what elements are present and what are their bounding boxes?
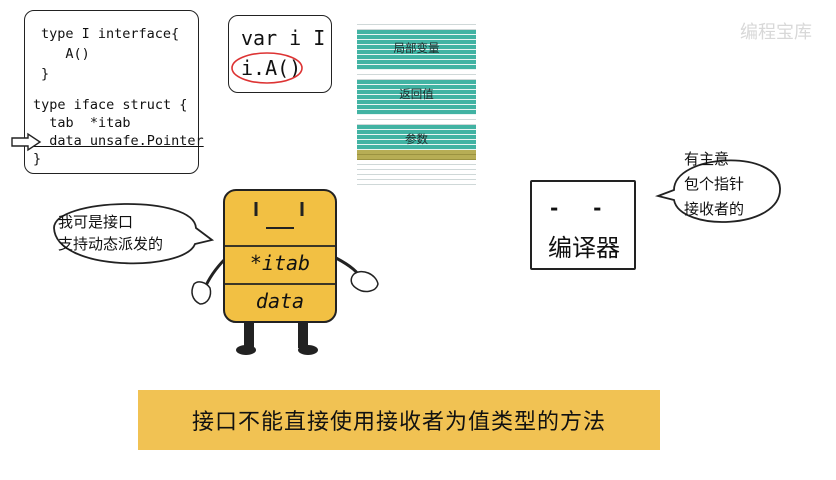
left-speech-bubble — [53, 203, 215, 265]
method-call: i.A() — [241, 56, 302, 80]
right-bubble-line-1: 有主意 — [684, 150, 730, 168]
red-circle-highlight — [231, 52, 303, 84]
stack-label-locals: 局部变量 — [393, 41, 440, 55]
stack-label-params: 参数 — [405, 132, 428, 146]
stack-label-return: 返回值 — [399, 87, 434, 101]
right-bubble-line-3: 接收者的 — [684, 200, 745, 218]
var-declaration: var i I — [241, 26, 326, 50]
compiler-character: - - 编译器 — [530, 180, 636, 270]
right-speech-bubble — [654, 159, 781, 223]
compiler-label: 编译器 — [548, 234, 620, 262]
arrow-right-icon — [11, 132, 42, 152]
code-line-6: data unsafe.Pointer — [33, 133, 204, 149]
code-line-1: type I interface{ — [41, 26, 180, 42]
code-line-2: A() — [41, 46, 90, 62]
caption-banner: 接口不能直接使用接收者为值类型的方法 — [138, 390, 660, 450]
mascot-field-data: data — [255, 289, 305, 313]
stack-diagram: 局部变量 返回值 参数 — [357, 20, 476, 185]
var-box: var i I i.A() — [228, 15, 332, 93]
left-bubble-line-1: 我可是接口 — [58, 213, 134, 231]
right-bubble-line-2: 包个指针 — [684, 175, 745, 193]
compiler-eyes: - - — [550, 196, 602, 220]
code-line-3: } — [41, 66, 50, 82]
code-line-5: tab *itab — [33, 115, 131, 131]
watermark-text: 编程宝库 — [740, 22, 812, 43]
code-box: type I interface{ A() } type iface struc… — [24, 10, 204, 174]
code-line-4: type iface struct { — [33, 97, 188, 113]
caption-text: 接口不能直接使用接收者为值类型的方法 — [191, 410, 606, 435]
code-line-7: } — [33, 151, 42, 167]
left-bubble-line-2: 支持动态派发的 — [58, 235, 164, 253]
mascot-field-itab: *itab — [249, 251, 311, 275]
interface-mascot — [191, 189, 379, 355]
